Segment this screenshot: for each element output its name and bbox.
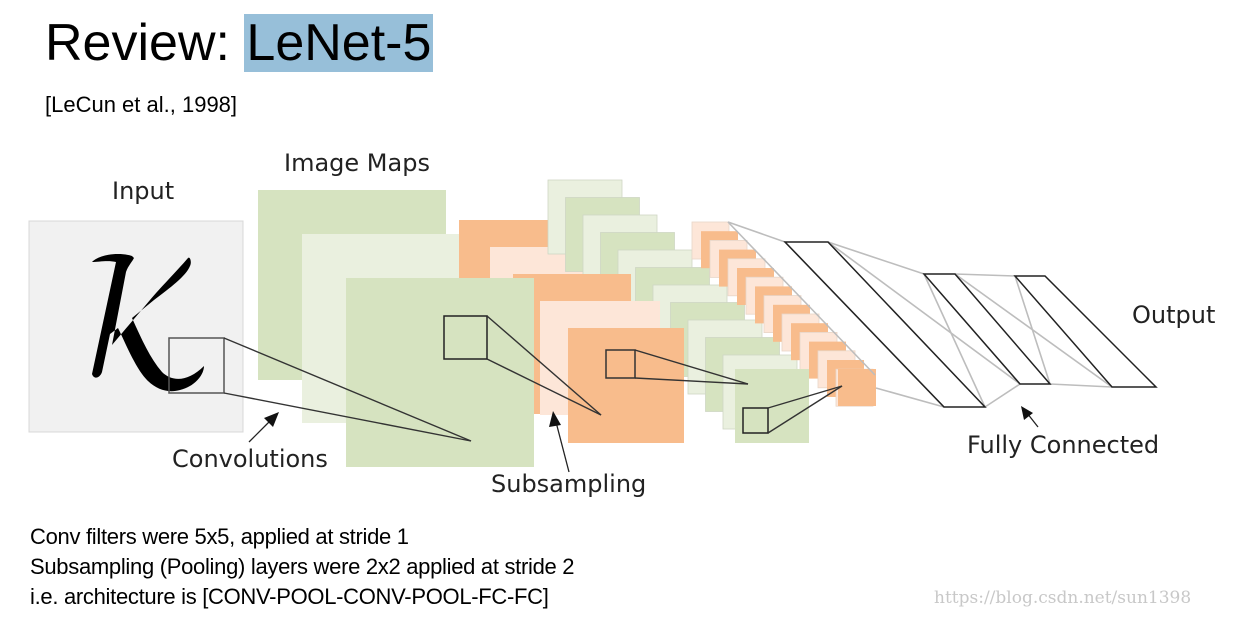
- arrowhead-icon: [549, 411, 561, 427]
- fc-connection: [875, 387, 945, 408]
- k-glyph-icon: [92, 254, 204, 392]
- conv1-map-3: [346, 278, 534, 467]
- pool1-receptive-field: [605, 349, 636, 379]
- citation: [LeCun et al., 1998]: [45, 92, 238, 117]
- watermark: https://blog.csdn.net/sun1398: [934, 588, 1192, 608]
- fc-connection: [1049, 383, 1113, 388]
- input-image: [28, 220, 244, 433]
- input-label: Input: [112, 177, 174, 205]
- subsampling-arrow-icon: [555, 421, 570, 473]
- title-highlight: LeNet-5: [244, 14, 434, 72]
- output-layer: [1013, 275, 1158, 388]
- fc-connection: [827, 241, 1021, 385]
- conv1-receptive-field: [443, 315, 488, 360]
- fc-connection: [954, 273, 1016, 277]
- projection-line: [486, 315, 602, 416]
- conv2-map-front: [735, 369, 809, 443]
- fully-connected-layers: [727, 221, 1158, 408]
- projection-line: [767, 385, 843, 409]
- input-receptive-field: [168, 337, 225, 394]
- conv2-receptive-field: [742, 407, 769, 434]
- fc-connection: [923, 273, 986, 408]
- fc-layer-2: [922, 273, 1052, 385]
- projection-line: [486, 358, 602, 416]
- note-line: Subsampling (Pooling) layers were 2x2 ap…: [30, 554, 575, 579]
- pool2-stack: [691, 221, 876, 407]
- fc-connection: [727, 221, 786, 243]
- projection-line: [634, 349, 749, 385]
- convolutions-label: Convolutions: [172, 445, 328, 473]
- slide-title: Review: LeNet-5: [45, 10, 434, 76]
- fc-layer-1: [783, 241, 987, 408]
- note-line: i.e. architecture is [CONV-POOL-CONV-POO…: [30, 584, 549, 609]
- fully-connected-label: Fully Connected: [967, 431, 1159, 459]
- fc-connection: [984, 383, 1021, 408]
- projection-line: [767, 385, 843, 434]
- projection-line: [223, 392, 472, 442]
- title-prefix: Review:: [45, 14, 245, 72]
- notes: Conv filters were 5x5, applied at stride…: [30, 522, 575, 612]
- image-maps-label: Image Maps: [284, 149, 430, 177]
- projection-line: [223, 337, 472, 442]
- output-label: Output: [1132, 301, 1215, 329]
- pool1-stack-front: [513, 274, 684, 443]
- arrowhead-icon: [1021, 406, 1033, 420]
- arrowhead-icon: [264, 412, 279, 427]
- pool2-map-front: [838, 369, 876, 406]
- pool1-map-front: [568, 328, 684, 443]
- fc-connection: [727, 221, 876, 376]
- fc-connection: [827, 241, 925, 275]
- fc-planes: [783, 241, 1158, 408]
- note-line: Conv filters were 5x5, applied at stride…: [30, 524, 409, 549]
- fc-connection: [1014, 275, 1051, 385]
- projection-lines: [223, 315, 843, 442]
- projection-line: [634, 377, 749, 385]
- subsampling-label: Subsampling: [491, 470, 646, 498]
- arrows: [248, 406, 1039, 473]
